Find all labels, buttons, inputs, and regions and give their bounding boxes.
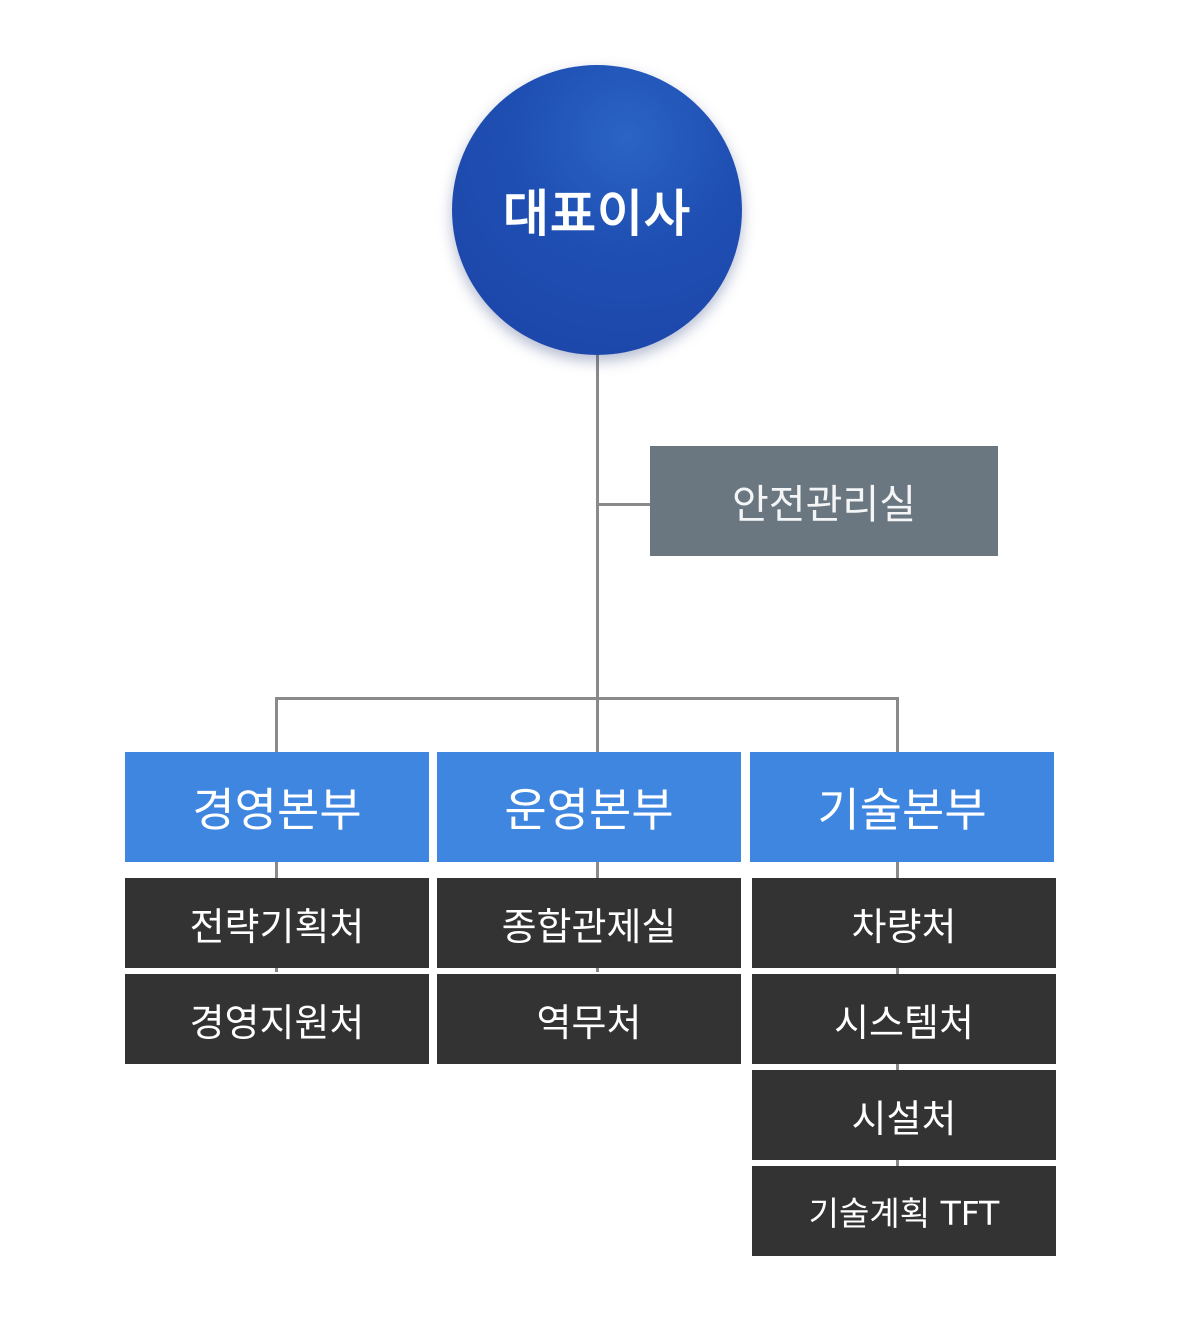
connector-safety-branch — [598, 503, 650, 506]
department-label: 기술계획 TFT — [808, 1194, 1000, 1233]
division-label: 운영본부 — [504, 783, 674, 837]
department-label: 종합관제실 — [501, 904, 677, 949]
department-rolling-stock: 차량처 — [752, 878, 1056, 968]
connector-divisions-horizontal — [275, 697, 899, 700]
department-control-center: 종합관제실 — [437, 878, 741, 968]
connector-drop-right — [896, 697, 899, 752]
department-management-support: 경영지원처 — [125, 974, 429, 1064]
safety-office-node: 안전관리실 — [650, 446, 998, 556]
connector-ceo-vertical — [596, 352, 599, 752]
department-label: 역무처 — [536, 1000, 642, 1045]
division-management: 경영본부 — [125, 752, 429, 862]
department-label: 시설처 — [851, 1096, 957, 1141]
connector-drop-left — [275, 697, 278, 752]
department-label: 경영지원처 — [189, 1000, 365, 1045]
department-label: 시스템처 — [834, 1000, 974, 1045]
department-label: 전략기획처 — [189, 904, 365, 949]
department-strategy-planning: 전략기획처 — [125, 878, 429, 968]
division-technology: 기술본부 — [750, 752, 1054, 862]
department-station-affairs: 역무처 — [437, 974, 741, 1064]
division-label: 기술본부 — [817, 783, 987, 837]
department-systems: 시스템처 — [752, 974, 1056, 1064]
ceo-label: 대표이사 — [503, 185, 691, 243]
department-facilities: 시설처 — [752, 1070, 1056, 1160]
department-label: 차량처 — [851, 904, 957, 949]
division-operations: 운영본부 — [437, 752, 741, 862]
safety-office-label: 안전관리실 — [732, 482, 916, 528]
ceo-node: 대표이사 — [452, 65, 742, 355]
division-label: 경영본부 — [192, 783, 362, 837]
department-tech-planning-tft: 기술계획 TFT — [752, 1166, 1056, 1256]
